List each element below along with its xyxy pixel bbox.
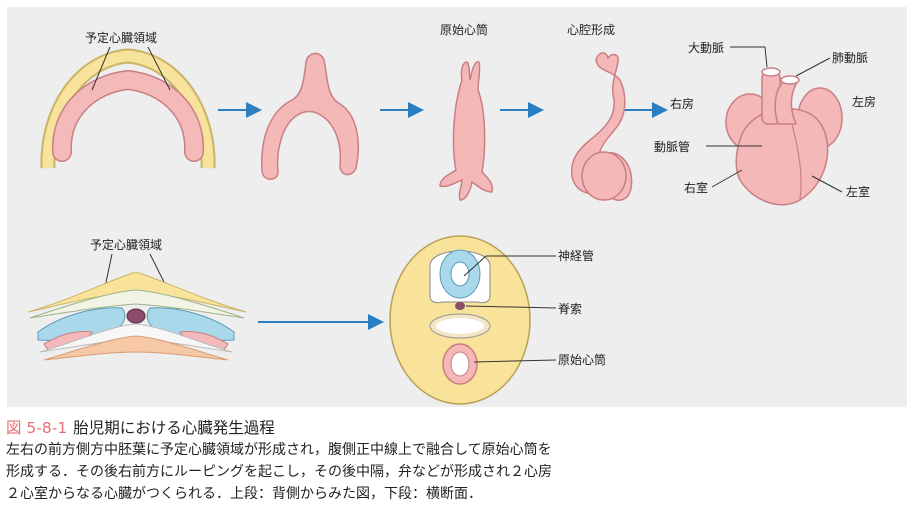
label-left-atrium: 左房 [852,94,876,109]
label-primitive-tube-cross: 原始心筒 [558,352,606,367]
figure-caption: 図 5-8-1 胎児期における心臓発生過程 左右の前方側方中胚葉に予定心臓領域が形… [6,417,906,505]
label-right-ventricle: 右室 [684,180,708,195]
label-heart-formation: 心腔形成 [567,22,615,37]
caption-number: 図 5-8-1 [6,419,68,437]
label-pulmonary-artery: 肺動脈 [832,51,868,65]
stage-1-horseshoe [40,48,216,169]
label-right-atrium: 右房 [670,96,694,111]
caption-body: 左右の前方側方中胚葉に予定心臓領域が形成され，腹側正中線上で融合して原始心筒を … [6,439,906,505]
label-notochord: 脊索 [558,302,582,316]
caption-line-1: 左右の前方側方中胚葉に予定心臓領域が形成され，腹側正中線上で融合して原始心筒を [6,442,552,458]
label-row1-field: 予定心臓領域 [85,30,157,45]
label-primitive-tube-top: 原始心筒 [440,22,488,37]
label-ductus: 動脈管 [654,139,690,154]
caption-title-line: 図 5-8-1 胎児期における心臓発生過程 [6,417,906,439]
label-row2-field: 予定心臓領域 [90,237,162,252]
caption-title: 胎児期における心臓発生過程 [73,419,275,437]
stage-3-primitive-tube [439,61,494,201]
label-left-ventricle: 左室 [846,184,870,199]
caption-line-3: ２心室からなる心臓がつくられる．上段：背側からみた図，下段：横断面． [6,486,482,502]
stage-2-fused-tube [261,52,359,180]
transverse-section [389,235,531,405]
stage-5-heart [725,67,843,206]
cross-section-layers [27,271,247,361]
stage-4-looping-heart [570,52,633,201]
label-neural-tube: 神経管 [558,248,594,263]
label-aorta: 大動脈 [688,41,724,55]
caption-line-2: 形成する．その後右前方にルーピングを起こし，その後中隔，弁などが形成され２心房 [6,464,552,480]
